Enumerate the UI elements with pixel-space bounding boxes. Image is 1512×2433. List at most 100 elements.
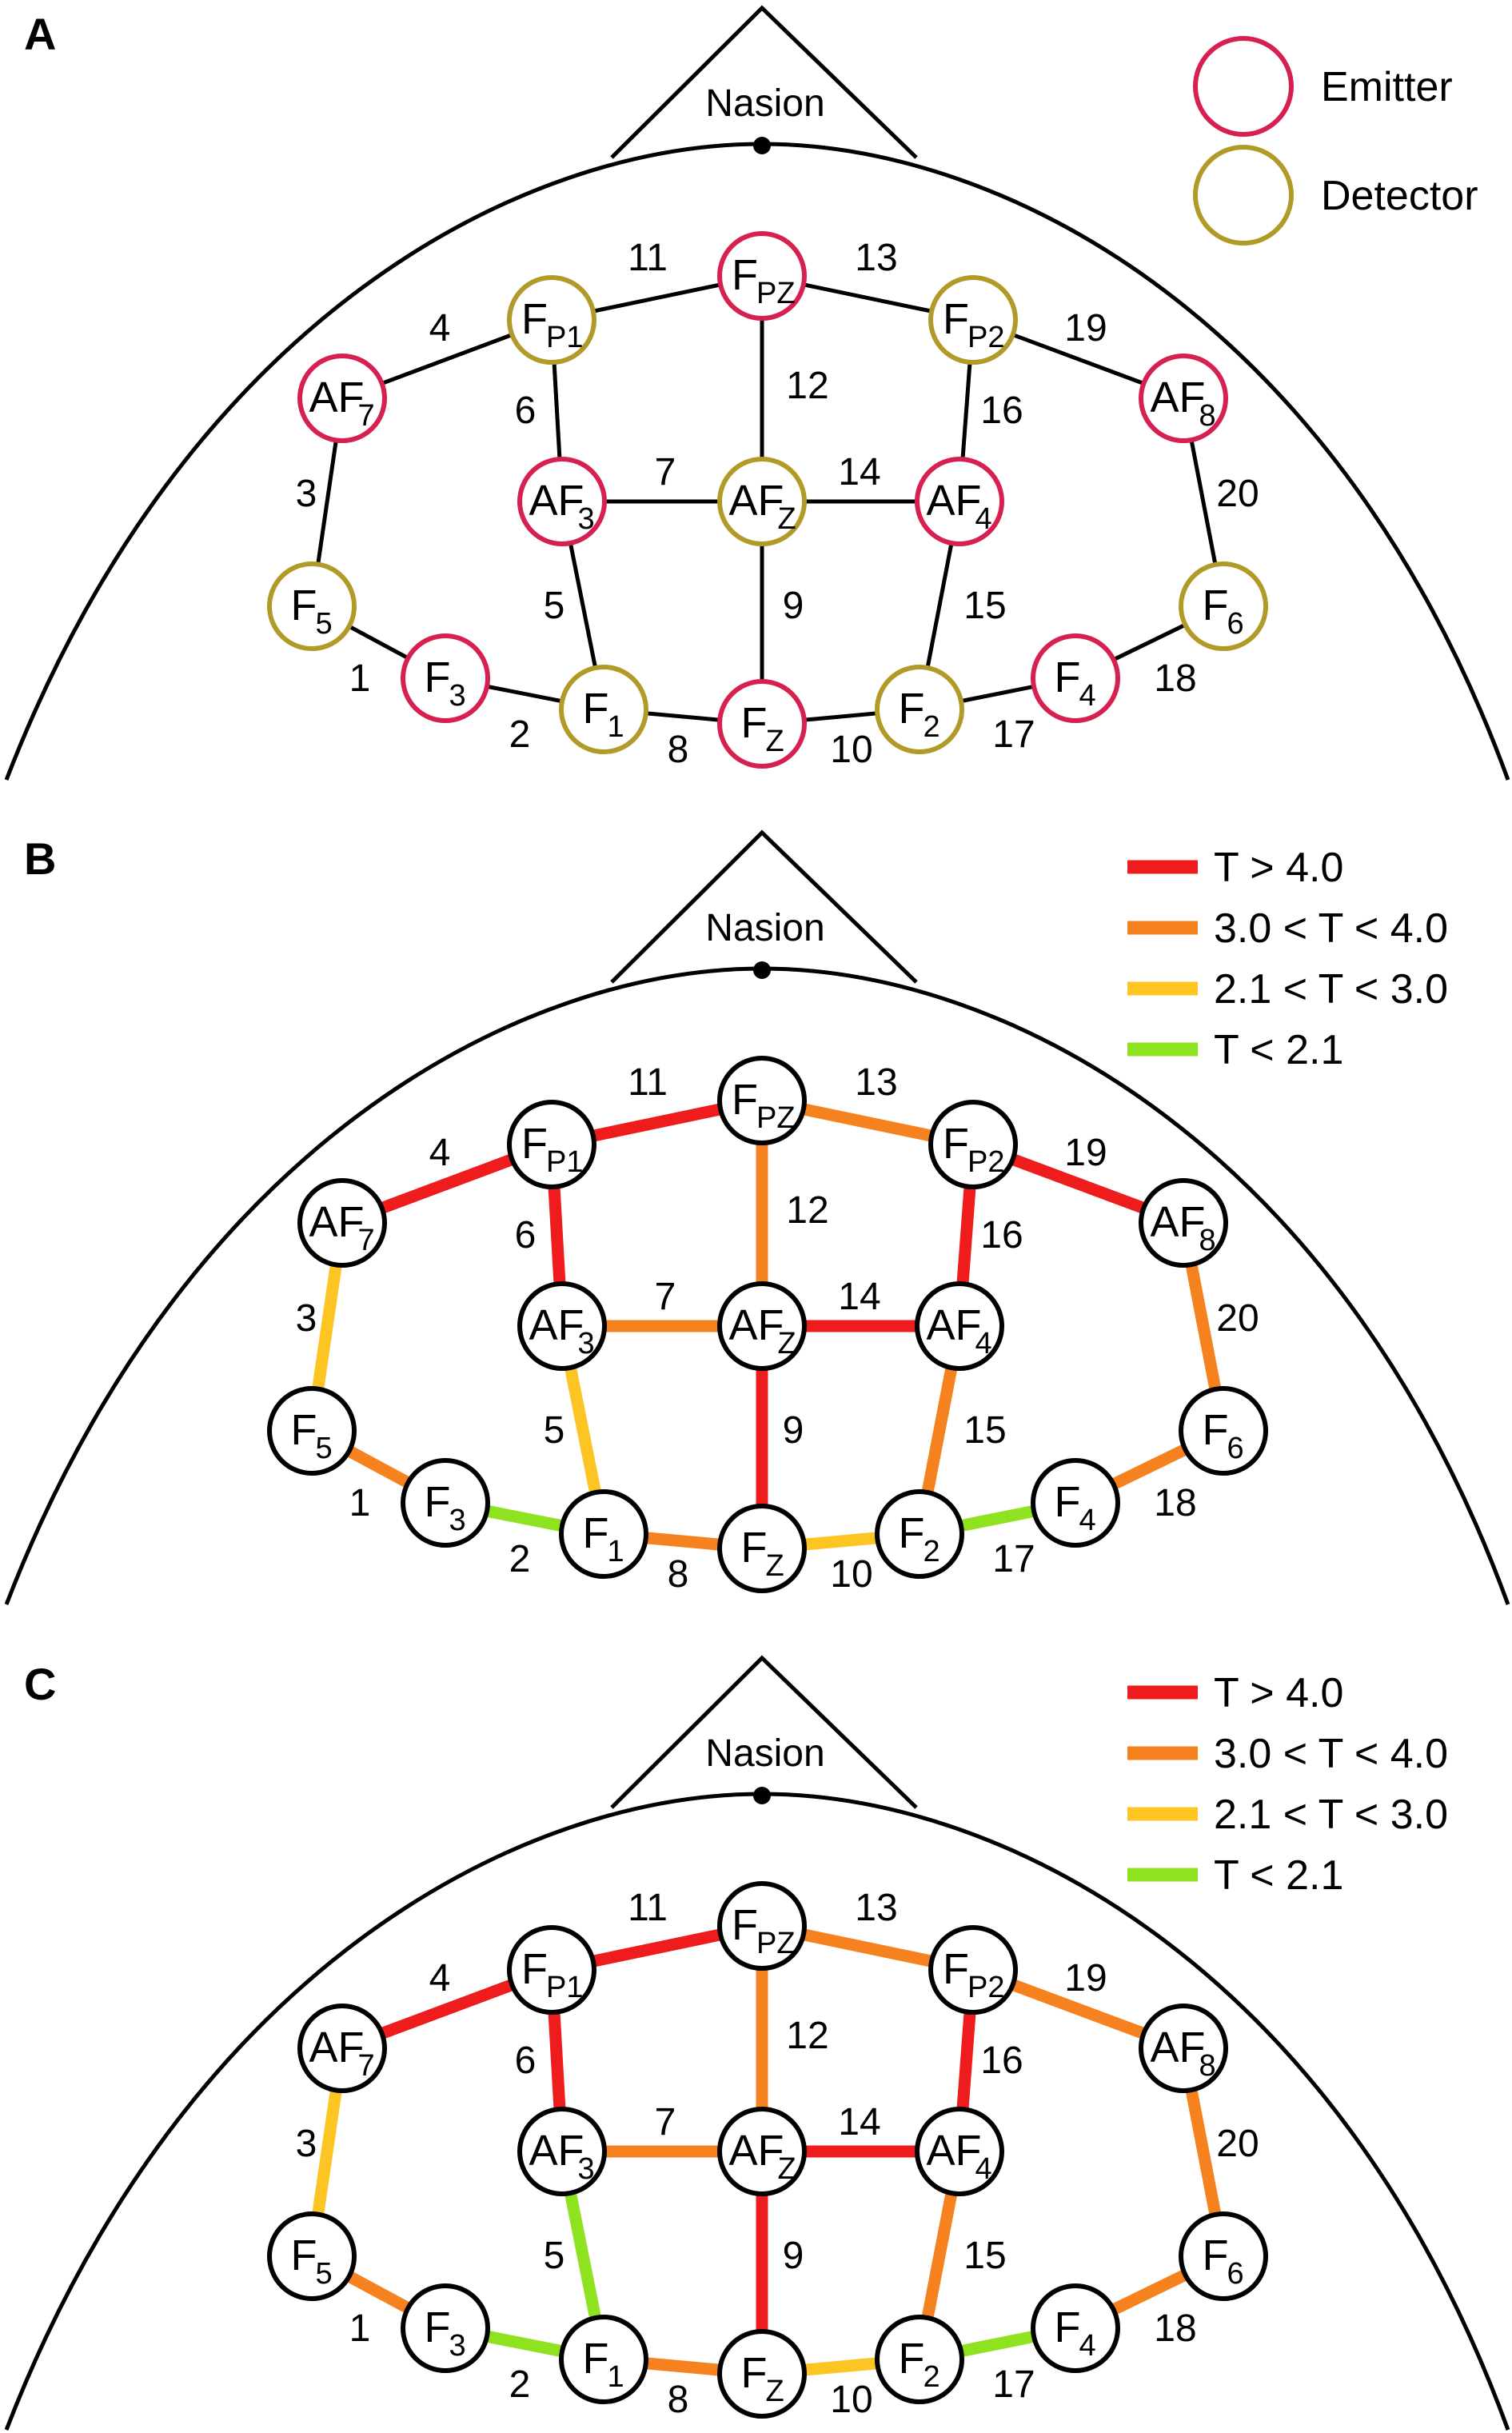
optode-label-sub: P2 — [967, 1145, 1004, 1179]
optode-label-main: AF — [927, 477, 982, 525]
optode-label-sub: 3 — [578, 502, 595, 536]
optode-af4: AF4 — [915, 457, 1004, 546]
channel-2-label: 2 — [509, 1538, 531, 1580]
channel-3-label: 3 — [296, 1297, 317, 1340]
optode-f3: F3 — [401, 2283, 490, 2373]
optode-circle — [1139, 354, 1228, 443]
optode-f6: F6 — [1179, 1386, 1268, 1476]
optode-label-sub: 1 — [608, 1535, 624, 1568]
channel-19-label: 19 — [1064, 307, 1107, 350]
optode-circle — [1179, 561, 1268, 651]
legend-label-t_gt_4: T > 4.0 — [1214, 1670, 1343, 1716]
channel-13-label: 13 — [855, 1887, 897, 1929]
optode-af4: AF4 — [915, 2107, 1004, 2196]
channel-7-label: 7 — [655, 2101, 676, 2143]
optode-circle — [517, 457, 607, 546]
optode-label-main: F — [741, 1524, 768, 1572]
nose-triangle — [610, 5, 918, 159]
nose-triangle — [610, 829, 918, 984]
channel-18-label: 18 — [1154, 657, 1196, 700]
optode-fp2: FP2 — [928, 1100, 1018, 1189]
optode-label-main: AF — [927, 2127, 982, 2175]
channel-19-label: 19 — [1064, 1132, 1107, 1174]
optode-af3: AF3 — [517, 1281, 607, 1371]
optode-f5: F5 — [267, 2211, 357, 2301]
legend-emitter-symbol — [1193, 36, 1294, 137]
channel-17-label: 17 — [992, 2363, 1035, 2406]
legend-label-t_lt_21: T < 2.1 — [1214, 1027, 1343, 1073]
channel-11-label: 11 — [628, 1887, 668, 1929]
channel-14-label: 14 — [838, 1276, 880, 1318]
optode-label-sub: 2 — [924, 2360, 940, 2394]
channel-1-label: 1 — [349, 1482, 371, 1524]
optode-circle — [875, 2315, 964, 2404]
optode-circle — [401, 2283, 490, 2373]
channel-13-label: 13 — [855, 237, 897, 279]
optode-label-main: F — [899, 2335, 925, 2383]
optode-circle — [1179, 2211, 1268, 2301]
legend-label-t_3_4: 3.0 < T < 4.0 — [1214, 1731, 1448, 1777]
channel-11-label: 11 — [628, 1061, 668, 1104]
optode-label-main: AF — [529, 1301, 584, 1349]
optode-label-sub: 4 — [1079, 1504, 1096, 1537]
channel-10-label: 10 — [830, 1553, 872, 1596]
optode-label-sub: Z — [766, 2375, 784, 2408]
panel-letter: A — [24, 9, 56, 59]
optode-label-main: F — [521, 295, 548, 343]
optode-circle — [875, 665, 964, 754]
optode-label-sub: 7 — [358, 2049, 375, 2083]
optode-circle — [717, 1881, 807, 1971]
optode-circle — [267, 1386, 357, 1476]
optode-label-main: F — [943, 295, 969, 343]
optode-circle — [875, 1489, 964, 1579]
optode-label-main: F — [1203, 581, 1229, 629]
channel-1-label: 1 — [349, 2307, 371, 2350]
optode-label-sub: 8 — [1199, 399, 1216, 433]
optode-label-sub: Z — [766, 1549, 784, 1583]
optode-f1: F1 — [559, 2315, 648, 2404]
optode-circle — [1139, 1178, 1228, 1268]
optode-fp2: FP2 — [928, 1925, 1018, 2015]
legend-detector-symbol — [1193, 145, 1294, 246]
optode-f2: F2 — [875, 1489, 964, 1579]
optode-label-main: F — [521, 1120, 548, 1168]
optode-label-sub: 2 — [924, 710, 940, 744]
optode-label-main: AF — [729, 477, 784, 525]
optode-label-sub: 5 — [316, 1432, 333, 1465]
optode-circle — [915, 2107, 1004, 2196]
optode-label-main: AF — [729, 2127, 784, 2175]
optode-label-main: F — [943, 1120, 969, 1168]
optode-label-sub: 6 — [1227, 2257, 1244, 2291]
optode-af8: AF8 — [1139, 1178, 1228, 1268]
legend-emitter-label: Emitter — [1321, 64, 1453, 110]
optode-label-main: F — [425, 2303, 451, 2351]
channel-6-label: 6 — [515, 2039, 537, 2082]
optode-circle — [915, 1281, 1004, 1371]
optode-label-sub: PZ — [756, 1101, 796, 1135]
optode-label-sub: PZ — [756, 277, 796, 310]
optode-label-sub: 3 — [449, 2329, 466, 2363]
optode-label-sub: 7 — [358, 1224, 375, 1257]
nasion-dot — [753, 1787, 771, 1804]
optode-fz: FZ — [717, 2329, 807, 2419]
channel-17-label: 17 — [992, 1538, 1035, 1580]
optode-circle — [507, 275, 596, 365]
optode-label-sub: Z — [778, 1327, 796, 1360]
optode-label-main: AF — [529, 477, 584, 525]
optode-label-main: F — [1055, 653, 1081, 701]
channel-4-label: 4 — [429, 1132, 451, 1174]
optode-label-sub: Z — [766, 725, 784, 758]
optode-label-sub: 8 — [1199, 1224, 1216, 1257]
channel-5-label: 5 — [544, 1409, 565, 1452]
channel-1-label: 1 — [349, 657, 371, 700]
optode-f1: F1 — [559, 665, 648, 754]
panel-letter: C — [24, 1659, 56, 1709]
panel-letter: B — [24, 833, 56, 884]
optode-label-main: F — [1055, 1478, 1081, 1526]
channel-8-label: 8 — [668, 729, 689, 771]
channel-5-label: 5 — [544, 2235, 565, 2277]
channel-10-label: 10 — [830, 2379, 872, 2421]
channel-15-label: 15 — [963, 585, 1006, 627]
channel-18-label: 18 — [1154, 1482, 1196, 1524]
